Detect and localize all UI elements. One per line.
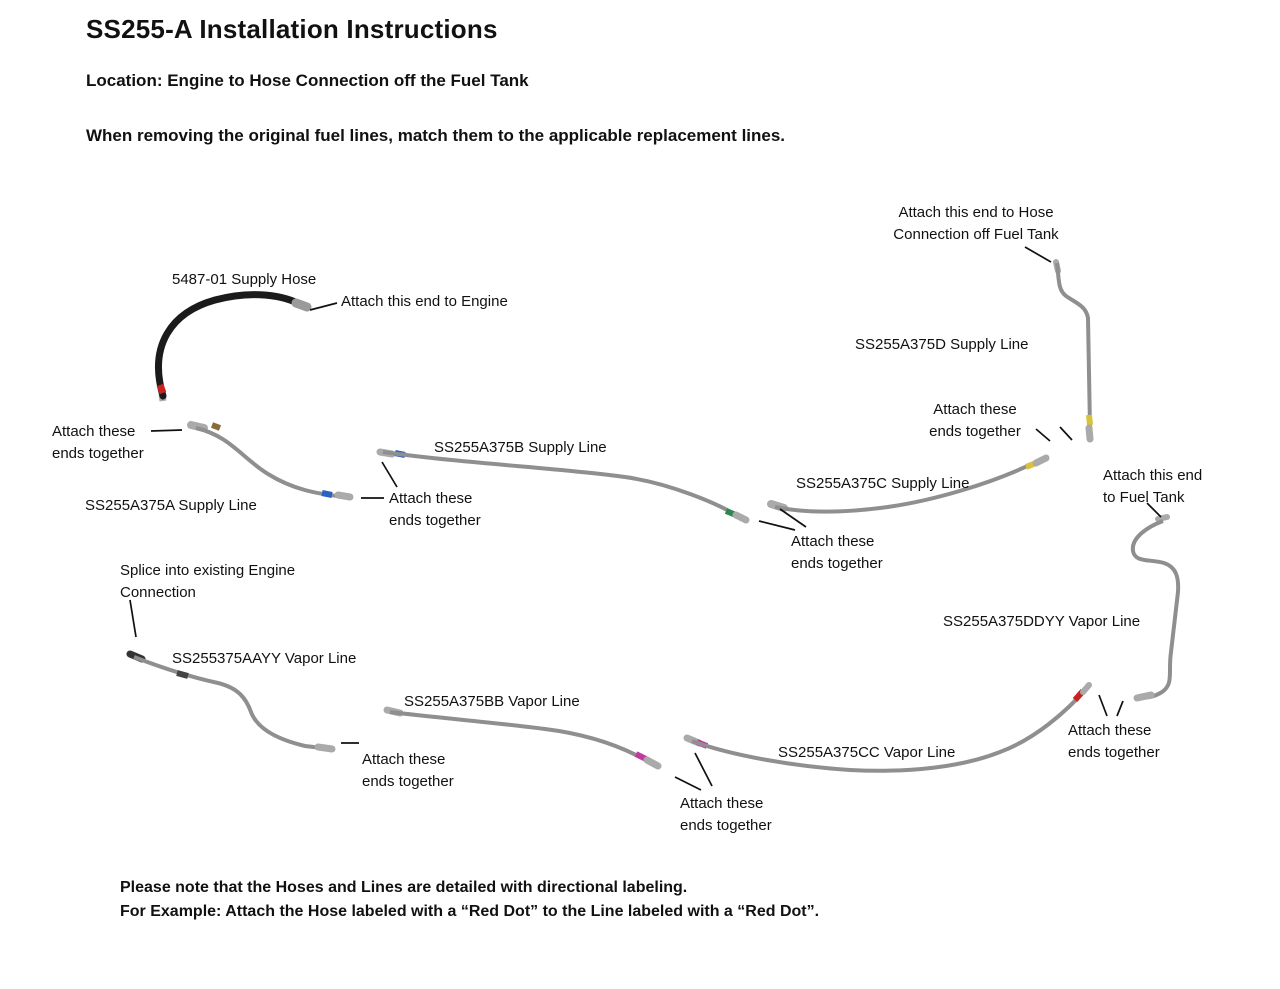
supply-hose-5487-path: [155, 291, 307, 400]
arrow-ddyy-attach-2: [1116, 700, 1124, 717]
arrow-a-attach: [150, 429, 183, 432]
label-attach-cc: Attach these ends together: [680, 795, 772, 834]
instruction-line: When removing the original fuel lines, m…: [86, 126, 786, 145]
label-aayy-vapor-line: SS255375AAYY Vapor Line: [172, 650, 357, 667]
label-attach-hose-connection: Attach this end to Hose Connection off F…: [893, 204, 1059, 243]
label-attach-ddyy: Attach these ends together: [1068, 722, 1160, 761]
arrow-ddyy-attach-1: [1098, 694, 1108, 717]
a-line-end-fitting: [334, 491, 354, 501]
label-attach-a: Attach these ends together: [52, 423, 144, 462]
c-line-end-fitting: [1032, 454, 1050, 467]
label-splice: Splice into existing Engine Connection: [120, 562, 296, 601]
cc-end-tip: [1080, 682, 1092, 695]
label-attach-d: Attach these ends together: [929, 401, 1021, 440]
arrow-b-attach-1: [381, 461, 398, 488]
page-title: SS255-A Installation Instructions: [86, 14, 498, 44]
arrow-splice: [129, 599, 137, 638]
label-ddyy-vapor-line: SS255A375DDYY Vapor Line: [943, 613, 1141, 630]
b-line-end-fitting: [732, 511, 750, 524]
arrow-d-attach-1: [1035, 428, 1051, 442]
hose-red-dot-band: [156, 383, 167, 395]
hose-engine-fitting: [291, 298, 312, 312]
footer-note-line2: For Example: Attach the Hose labeled wit…: [120, 903, 820, 920]
label-supply-hose: 5487-01 Supply Hose: [172, 271, 317, 288]
a-supply-line-path: [195, 426, 347, 499]
c-supply-line-path: [774, 457, 1043, 514]
location-line: Location: Engine to Hose Connection off …: [86, 71, 529, 90]
label-attach-b: Attach these ends together: [389, 490, 481, 529]
arrow-to-hose-connection-end: [1024, 246, 1052, 263]
d-line-end-fitting: [1085, 424, 1094, 443]
aayy-dark-band: [176, 670, 189, 679]
footer-note-line1: Please note that the Hoses and Lines are…: [120, 879, 688, 896]
bb-end-fitting: [643, 756, 662, 770]
arrow-cc-attach-1: [674, 776, 702, 791]
label-attach-bb: Attach these ends together: [362, 751, 454, 790]
label-attach-fuel-tank: Attach this end to Fuel Tank: [1103, 467, 1203, 506]
aayy-vapor-line-path: [133, 655, 332, 751]
arrow-d-attach-2: [1059, 426, 1073, 441]
label-c-supply-line: SS255A375C Supply Line: [796, 475, 970, 492]
aayy-end-fitting: [314, 743, 336, 753]
label-cc-vapor-line: SS255A375CC Vapor Line: [778, 744, 956, 761]
d-line-yellow-band: [1086, 414, 1093, 426]
a-line-brass-band: [210, 422, 222, 431]
label-attach-c: Attach these ends together: [791, 533, 883, 572]
b-supply-line-path: [382, 450, 743, 520]
arrow-to-engine-end: [309, 302, 338, 311]
arrow-cc-attach-2: [694, 752, 713, 787]
label-b-supply-line: SS255A375B Supply Line: [434, 439, 607, 456]
bb-vapor-line-path: [389, 710, 658, 768]
label-bb-vapor-line: SS255A375BB Vapor Line: [404, 693, 580, 710]
label-d-supply-line: SS255A375D Supply Line: [855, 336, 1029, 353]
label-a-supply-line: SS255A375A Supply Line: [85, 497, 257, 514]
cc-vapor-line-path: [691, 685, 1090, 773]
ddyy-vapor-line-path: [1130, 519, 1181, 700]
d-supply-line-path: [1055, 262, 1092, 429]
label-attach-engine: Attach this end to Engine: [341, 293, 508, 310]
arrow-c-attach-2: [779, 508, 807, 528]
arrow-c-attach-1: [758, 520, 796, 531]
a-line-blue-band: [321, 490, 333, 498]
arrow-to-fuel-tank-end: [1146, 502, 1162, 518]
ddyy-top-tip: [1155, 514, 1170, 522]
ddyy-end-fitting: [1133, 691, 1155, 702]
